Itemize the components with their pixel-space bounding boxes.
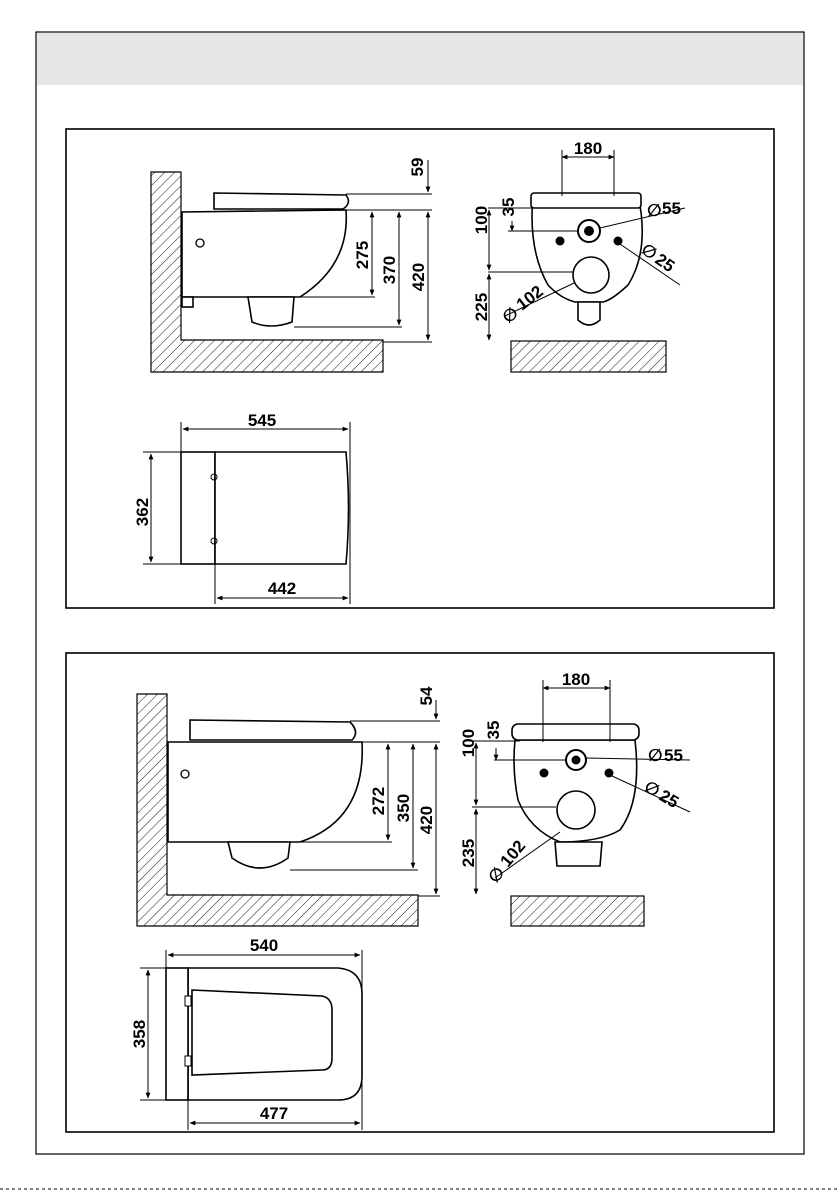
seat-top (215, 452, 349, 564)
dim-overall-length: 545 (248, 411, 276, 430)
tank-top (181, 452, 215, 564)
dim-outlet-height: 350 (394, 794, 413, 822)
dim-inlet-diameter: 55 (662, 199, 681, 218)
tank-top (166, 968, 188, 1100)
seat-front (512, 724, 639, 740)
bowl-outlet (248, 297, 294, 326)
dim-top-to-inlet: 35 (484, 721, 503, 740)
dim-width: 358 (130, 1020, 149, 1048)
bolt-left-icon (540, 769, 549, 778)
dim-top-to-outlet: 100 (472, 206, 491, 234)
mount-bracket (182, 297, 193, 307)
outlet-front (555, 842, 602, 866)
bolt-left-icon (556, 237, 565, 246)
dim-total-height: 420 (409, 263, 428, 291)
diameter-symbol: ∅ (647, 201, 662, 220)
dim-seat-offset: 54 (417, 686, 436, 705)
dim-inlet-diameter: 55 (664, 746, 683, 765)
dim-bowl-length: 477 (260, 1104, 288, 1123)
dim-bolt-height: 275 (353, 241, 372, 269)
outlet-front (578, 302, 600, 325)
dim-floor-to-outlet: 235 (459, 839, 478, 867)
dim-bolt-height: 272 (369, 787, 388, 815)
bolt-right-icon (614, 237, 623, 246)
dim-outlet-height: 370 (380, 256, 399, 284)
dim-bowl-length: 442 (268, 579, 296, 598)
diameter-symbol: ∅ (648, 746, 663, 765)
dim-top-to-outlet: 100 (459, 729, 478, 757)
dim-width: 362 (133, 498, 152, 526)
seat-lid (190, 720, 356, 740)
bowl-inner (192, 990, 332, 1075)
dim-seat-offset: 59 (408, 158, 427, 177)
dim-bolt-spacing: 180 (562, 670, 590, 689)
floor-hatch (511, 896, 644, 926)
dim-floor-to-outlet: 225 (472, 293, 491, 321)
dim-top-to-inlet: 35 (499, 198, 518, 217)
dim-total-height: 420 (417, 806, 436, 834)
header-band (37, 33, 803, 85)
outlet-hole-icon (557, 791, 595, 829)
dim-bolt-spacing: 180 (574, 139, 602, 158)
dim-overall-length: 540 (250, 936, 278, 955)
outlet-hole-icon (573, 257, 609, 293)
seat-front (531, 193, 641, 208)
floor-hatch (511, 341, 666, 372)
seat-lid (214, 193, 348, 209)
